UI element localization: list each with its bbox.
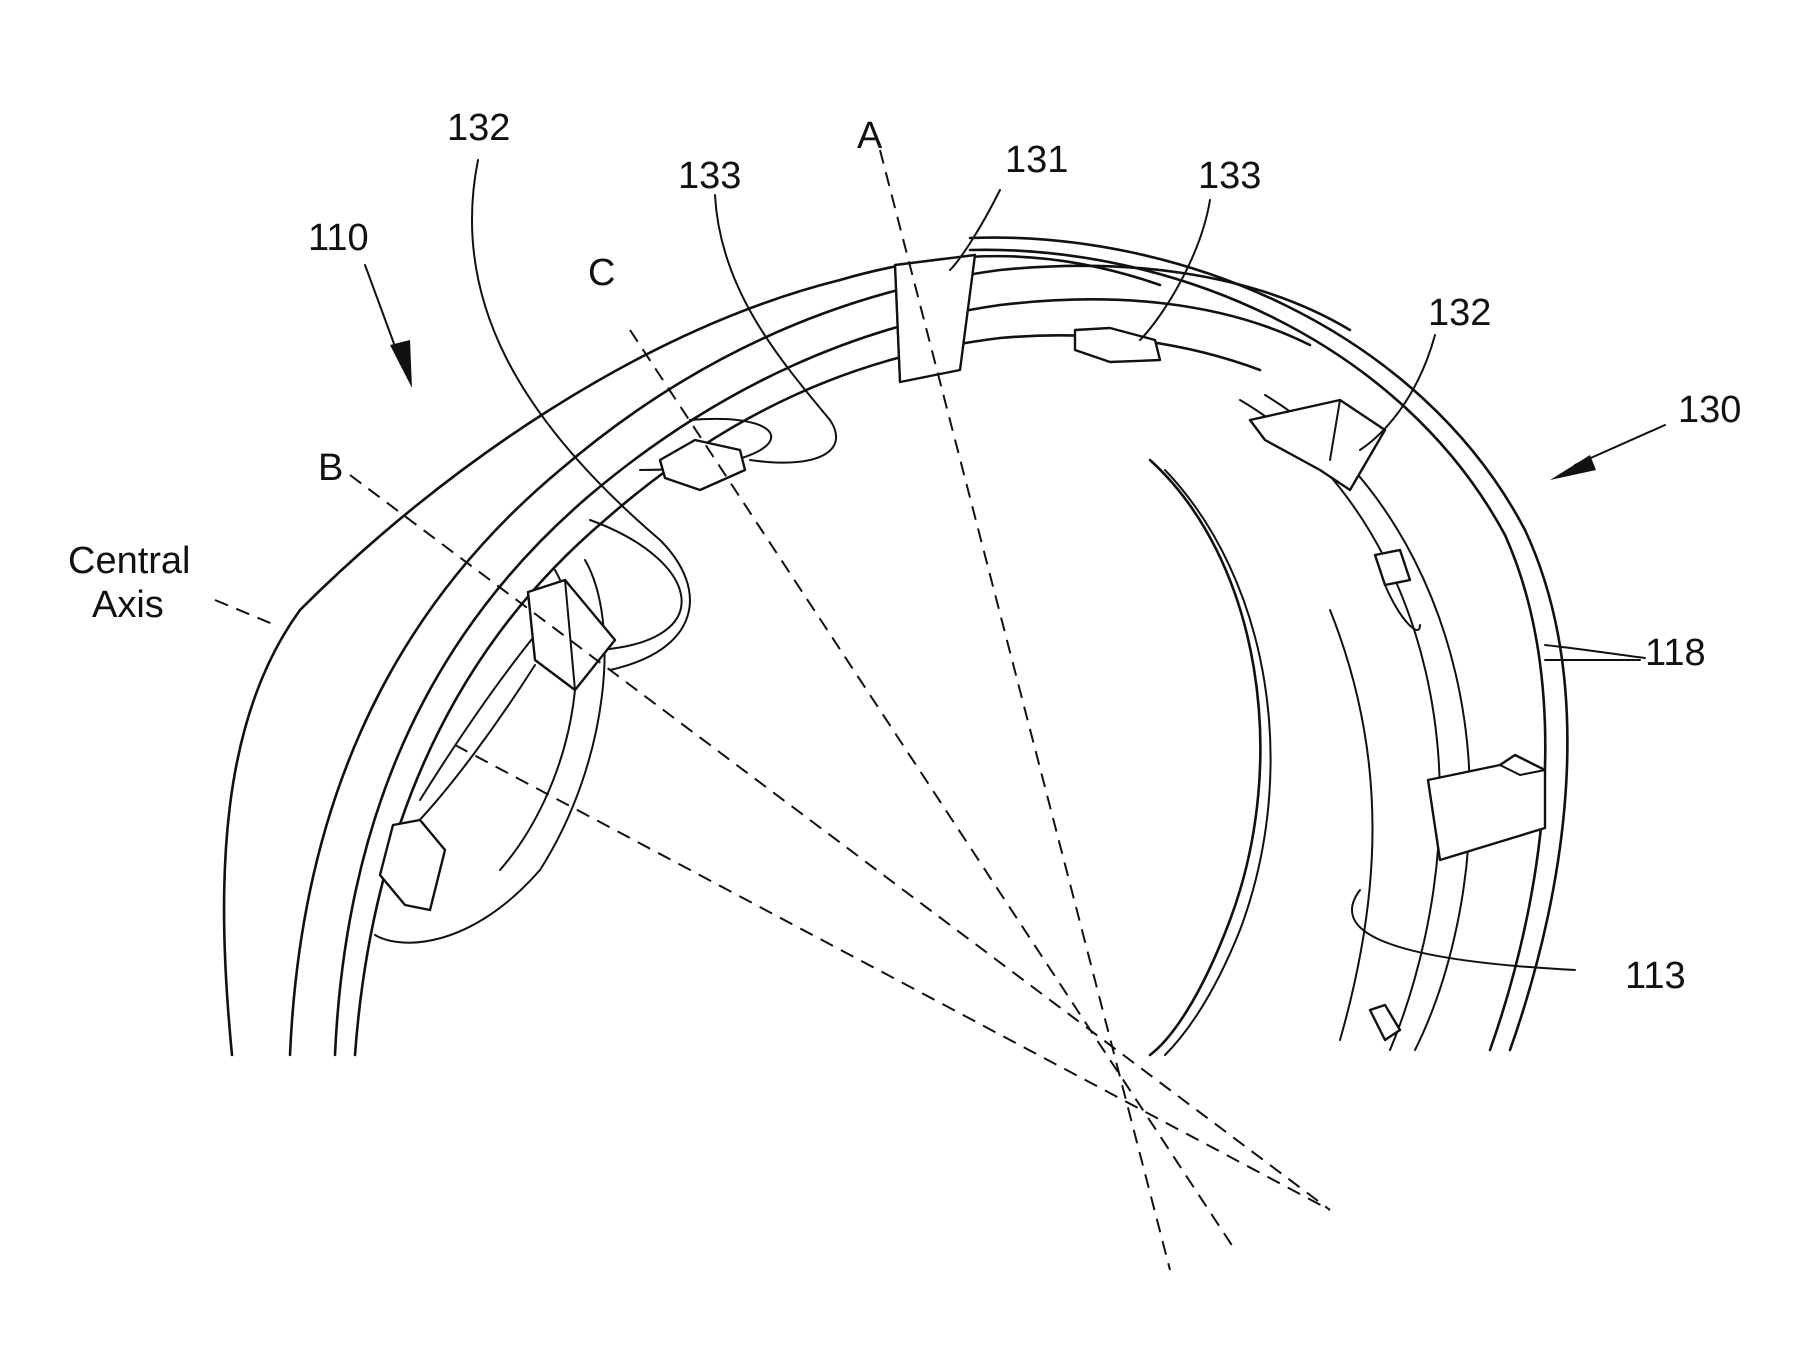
leader-lines bbox=[472, 160, 1645, 670]
dashed-axes bbox=[215, 150, 1330, 1270]
label-130: 130 bbox=[1678, 389, 1741, 431]
arrow-130 bbox=[1550, 425, 1665, 480]
tab-133-left bbox=[660, 440, 745, 490]
label-c: C bbox=[588, 252, 615, 294]
tab-right-clip bbox=[1428, 755, 1545, 860]
label-110: 110 bbox=[308, 217, 369, 259]
label-133-right: 133 bbox=[1198, 155, 1261, 197]
arrow-110 bbox=[365, 265, 412, 388]
tab-132-left bbox=[528, 580, 615, 690]
label-central-axis-line1: Central bbox=[68, 540, 191, 582]
ring-body bbox=[290, 266, 1470, 1055]
tab-133-right-lower bbox=[1375, 550, 1420, 630]
label-118: 118 bbox=[1645, 632, 1706, 674]
label-132-left: 132 bbox=[447, 107, 510, 149]
label-central-axis-line2: Axis bbox=[92, 584, 164, 626]
tab-lower-left bbox=[380, 820, 445, 910]
label-133-left: 133 bbox=[678, 155, 741, 197]
label-132-right: 132 bbox=[1428, 292, 1491, 334]
label-a: A bbox=[857, 115, 883, 157]
label-b: B bbox=[318, 447, 343, 489]
label-113: 113 bbox=[1625, 955, 1686, 997]
label-131: 131 bbox=[1005, 139, 1068, 181]
tab-132-right bbox=[1250, 400, 1385, 490]
